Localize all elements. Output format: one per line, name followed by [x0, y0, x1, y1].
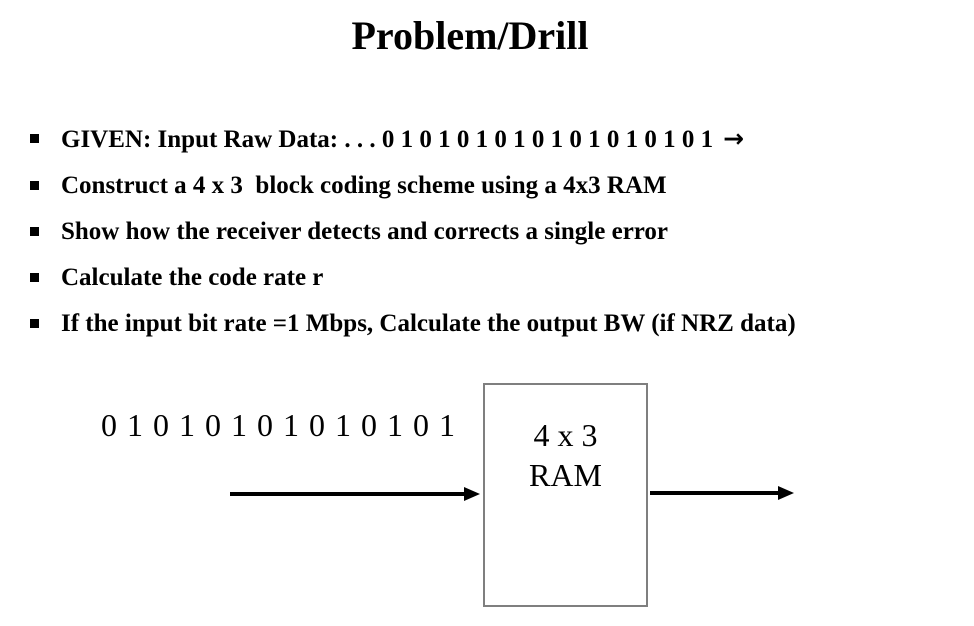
bullet-item-show: Show how the receiver detects and correc…: [30, 215, 968, 248]
bullet-text: GIVEN: Input Raw Data: . . . 0 1 0 1 0 1…: [61, 122, 744, 156]
bullet-square-icon: [30, 227, 39, 236]
bullet-square-icon: [30, 273, 39, 282]
bullet-item-calculate-rate: Calculate the code rate r: [30, 261, 968, 294]
bullet-text-content: Show how the receiver detects and correc…: [61, 218, 669, 245]
input-bit-sequence: 0 1 0 1 0 1 0 1 0 1 0 1 0 1: [101, 407, 455, 443]
ram-box-label-line1: 4 x 3: [533, 417, 598, 453]
bullet-text-content: If the input bit rate =1 Mbps, Calculate…: [61, 310, 796, 337]
bullet-item-given: GIVEN: Input Raw Data: . . . 0 1 0 1 0 1…: [30, 122, 968, 156]
bullet-list: GIVEN: Input Raw Data: . . . 0 1 0 1 0 1…: [30, 122, 968, 353]
bullet-item-construct: Construct a 4 x 3 block coding scheme us…: [30, 169, 968, 202]
bullet-text-content: GIVEN: Input Raw Data: . . . 0 1 0 1 0 1…: [61, 126, 714, 153]
slide-title: Problem/Drill: [351, 13, 589, 58]
bullet-text-content: Calculate the code rate r: [61, 264, 324, 291]
input-arrow-icon: [230, 487, 480, 501]
right-arrow-icon: →: [723, 124, 745, 153]
bullet-square-icon: [30, 134, 39, 143]
bullet-square-icon: [30, 319, 39, 328]
bullet-text-content: Construct a 4 x 3 block coding scheme us…: [61, 172, 667, 199]
bullet-item-bit-rate: If the input bit rate =1 Mbps, Calculate…: [30, 307, 968, 340]
bullet-square-icon: [30, 181, 39, 190]
ram-box: 4 x 3 RAM: [483, 383, 648, 607]
ram-box-label-line2: RAM: [529, 457, 602, 493]
output-arrow-icon: [650, 486, 794, 500]
